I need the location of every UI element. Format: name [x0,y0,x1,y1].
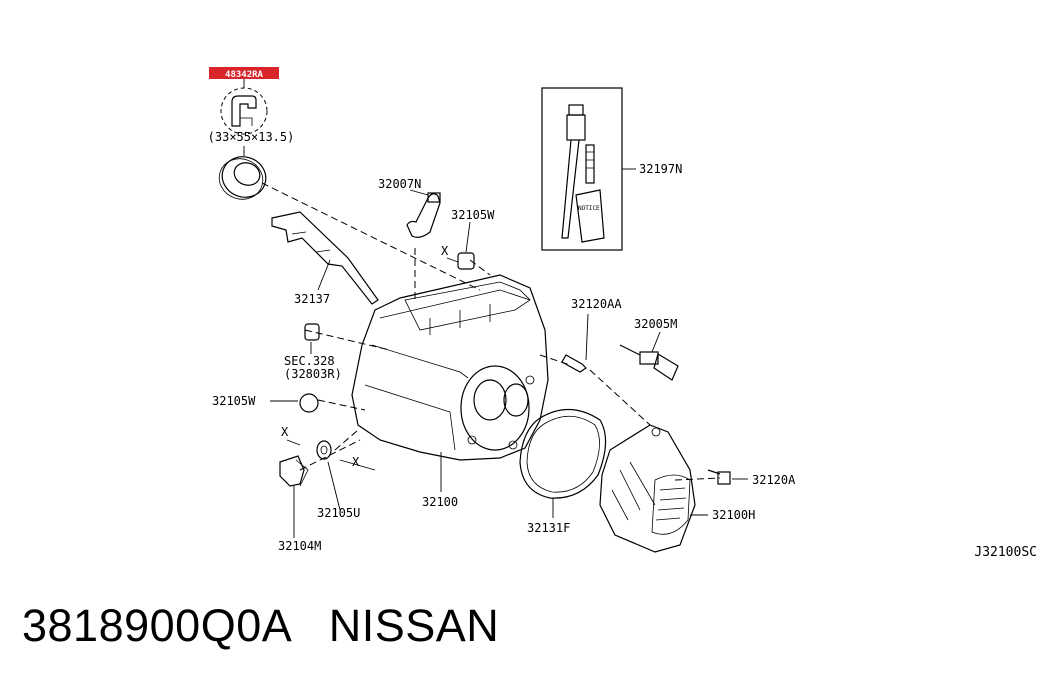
footer-part-number: 3818900Q0A [22,600,290,651]
cover-plate-part [271,211,379,305]
seal-size-label: (33×55×13.5) [208,130,295,144]
label-32105U[interactable]: 32105U [317,506,360,520]
oil-seal-detail [220,87,268,135]
x-mark-left: X [281,425,289,439]
label-32104M[interactable]: 32104M [278,539,321,553]
dipstick-kit-box [541,87,623,251]
label-32100H[interactable]: 32100H [712,508,755,522]
breather-hose-part [406,192,441,238]
label-32131F[interactable]: 32131F [527,521,570,535]
highlight-code-label[interactable]: 48342RA [225,70,264,80]
label-32120A[interactable]: 32120A [752,473,796,487]
bushing-left-part [299,393,319,413]
bushing-top-part [457,252,475,270]
bolt-32120A-part [707,469,731,485]
label-32105W-left[interactable]: 32105W [212,394,256,408]
gasket-part [519,408,607,499]
diagram-code: J32100SC [974,545,1037,560]
x-mark-right: X [352,455,360,469]
footer-brand: NISSAN [328,600,500,651]
plug-sec328-part [304,323,320,341]
label-32105W-top[interactable]: 32105W [451,208,495,222]
x-mark-top: X [441,244,449,258]
label-32803R[interactable]: (32803R) [284,367,342,381]
label-32137[interactable]: 32137 [294,292,330,306]
label-sec-328[interactable]: SEC.328 [284,354,335,368]
notice-tag-label: NOTICE [578,205,600,212]
label-32007N[interactable]: 32007N [378,177,421,191]
washer-part [316,440,332,460]
label-32197N[interactable]: 32197N [639,162,682,176]
oil-seal-part [218,156,267,200]
highlight-code-box[interactable] [209,67,279,79]
drain-plug-part [279,455,309,487]
footer: 3818900Q0A NISSAN [22,600,499,652]
label-32120AA[interactable]: 32120AA [571,297,622,311]
label-32005M[interactable]: 32005M [634,317,677,331]
rear-cover-part [599,424,696,553]
transmission-case-part [351,274,549,461]
speed-sensor-part [619,344,679,381]
bolt-32120AA-part [561,354,587,373]
label-32100[interactable]: 32100 [422,495,458,509]
dipstick-part: NOTICE [561,104,605,243]
